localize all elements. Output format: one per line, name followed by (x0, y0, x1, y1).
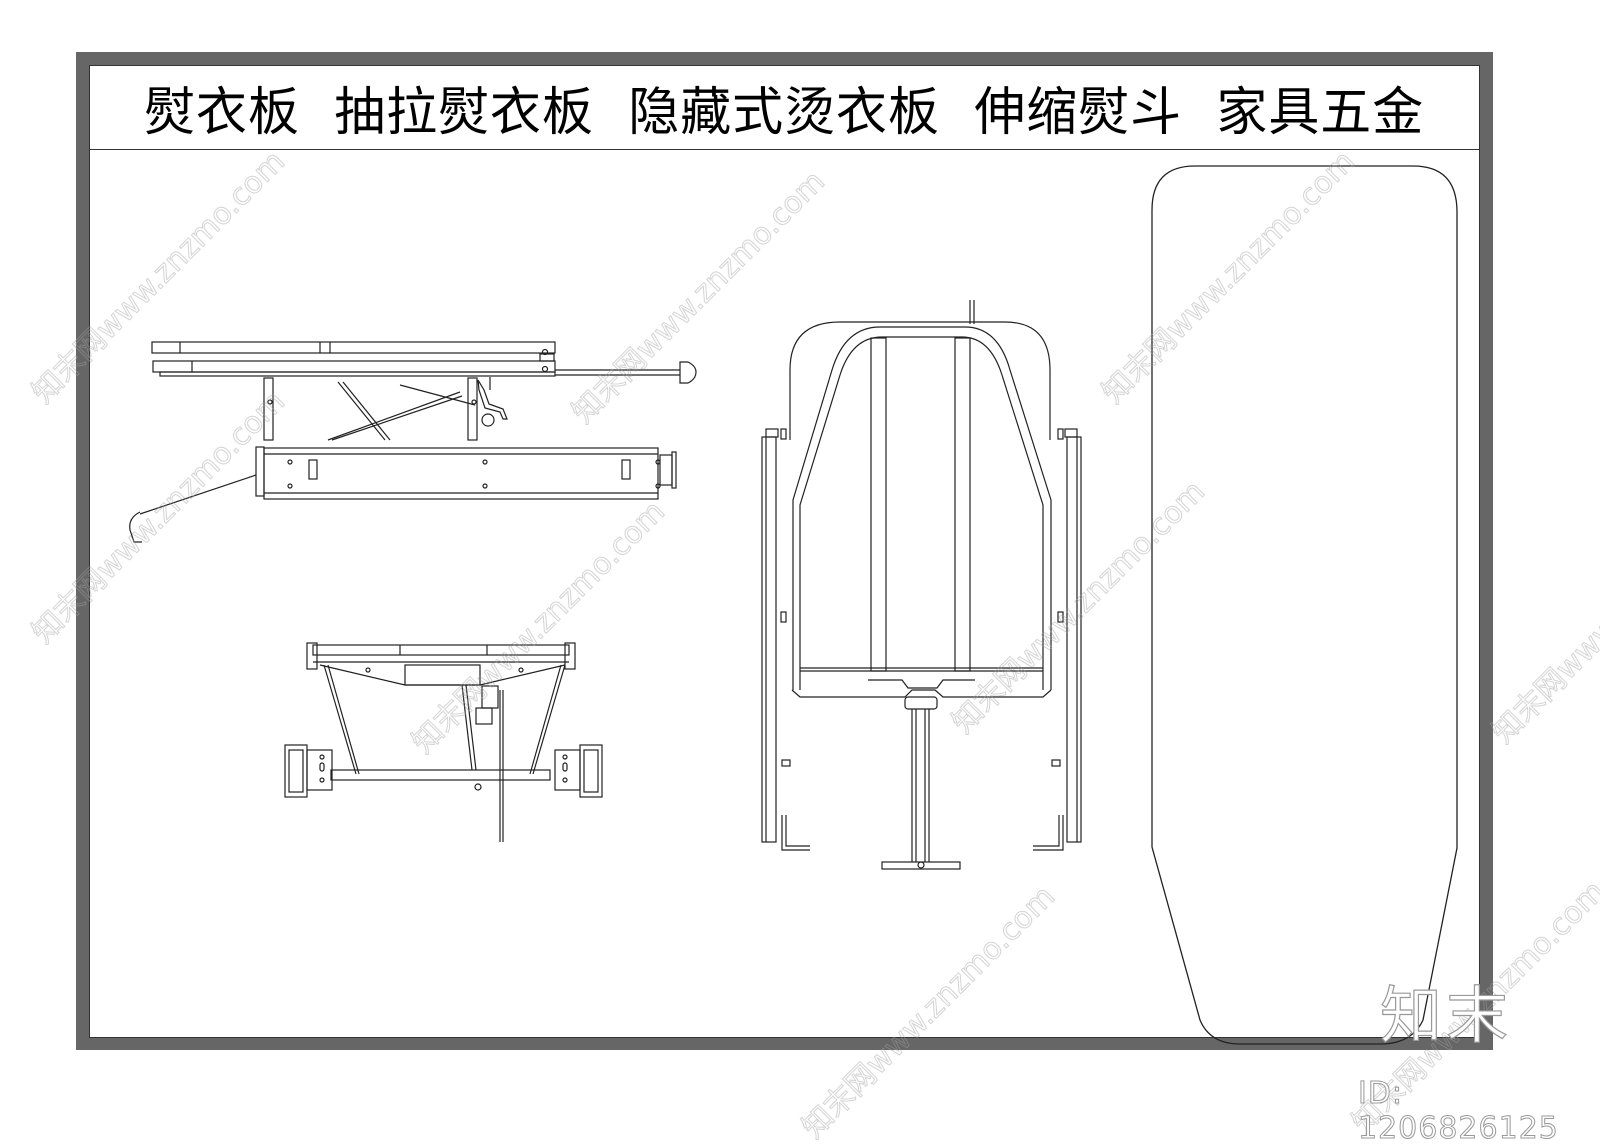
title-block: 熨衣板 抽拉熨衣板 隐藏式烫衣板 伸缩熨斗 家具五金 (90, 66, 1479, 150)
watermark-brand: 知末 (1379, 978, 1513, 1052)
sheet-title: 熨衣板 抽拉熨衣板 隐藏式烫衣板 伸缩熨斗 家具五金 (144, 83, 1425, 143)
watermark-diagonal: 知末网www.znzmo.com (1485, 484, 1600, 751)
watermark-id: ID: 1206826125 (1358, 1076, 1559, 1146)
